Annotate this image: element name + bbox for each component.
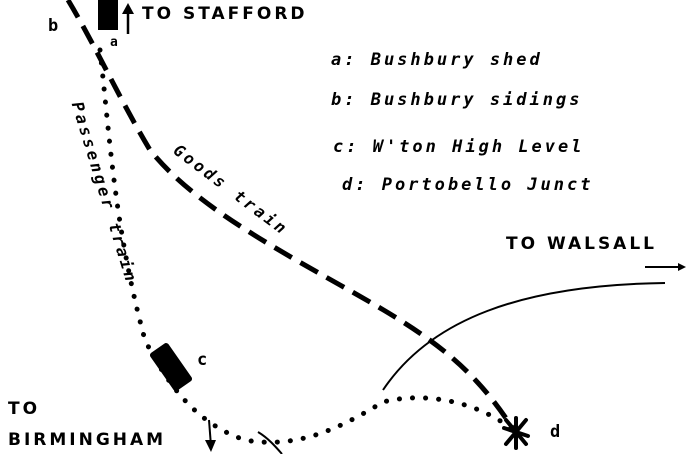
point-label-a: a — [110, 35, 118, 50]
walsall-line — [382, 282, 666, 391]
dest-walsall: TO WALSALL — [506, 234, 658, 254]
train-block-c — [149, 343, 193, 391]
dest-birmingham-line2: BIRMINGHAM — [8, 430, 167, 450]
spur-line — [257, 431, 283, 454]
junction-star-icon — [502, 416, 530, 450]
dest-stafford: TO STAFFORD — [142, 4, 308, 24]
arrow-up-icon — [122, 3, 134, 34]
train-block-a — [98, 0, 118, 30]
arrow-right-icon — [645, 263, 686, 271]
legend-item-c: c: W'ton High Level — [333, 137, 585, 157]
legend-item-d: d: Portobello Junct — [342, 175, 594, 195]
point-label-d: d — [550, 422, 561, 442]
arrow-down-icon — [205, 419, 216, 452]
legend-item-b: b: Bushbury sidings — [331, 90, 583, 110]
goods-route — [65, 0, 518, 434]
point-label-b: b — [48, 16, 59, 36]
dest-birmingham-line1: TO — [8, 399, 41, 419]
legend-item-a: a: Bushbury shed — [331, 50, 543, 70]
point-label-c: c — [197, 350, 208, 370]
